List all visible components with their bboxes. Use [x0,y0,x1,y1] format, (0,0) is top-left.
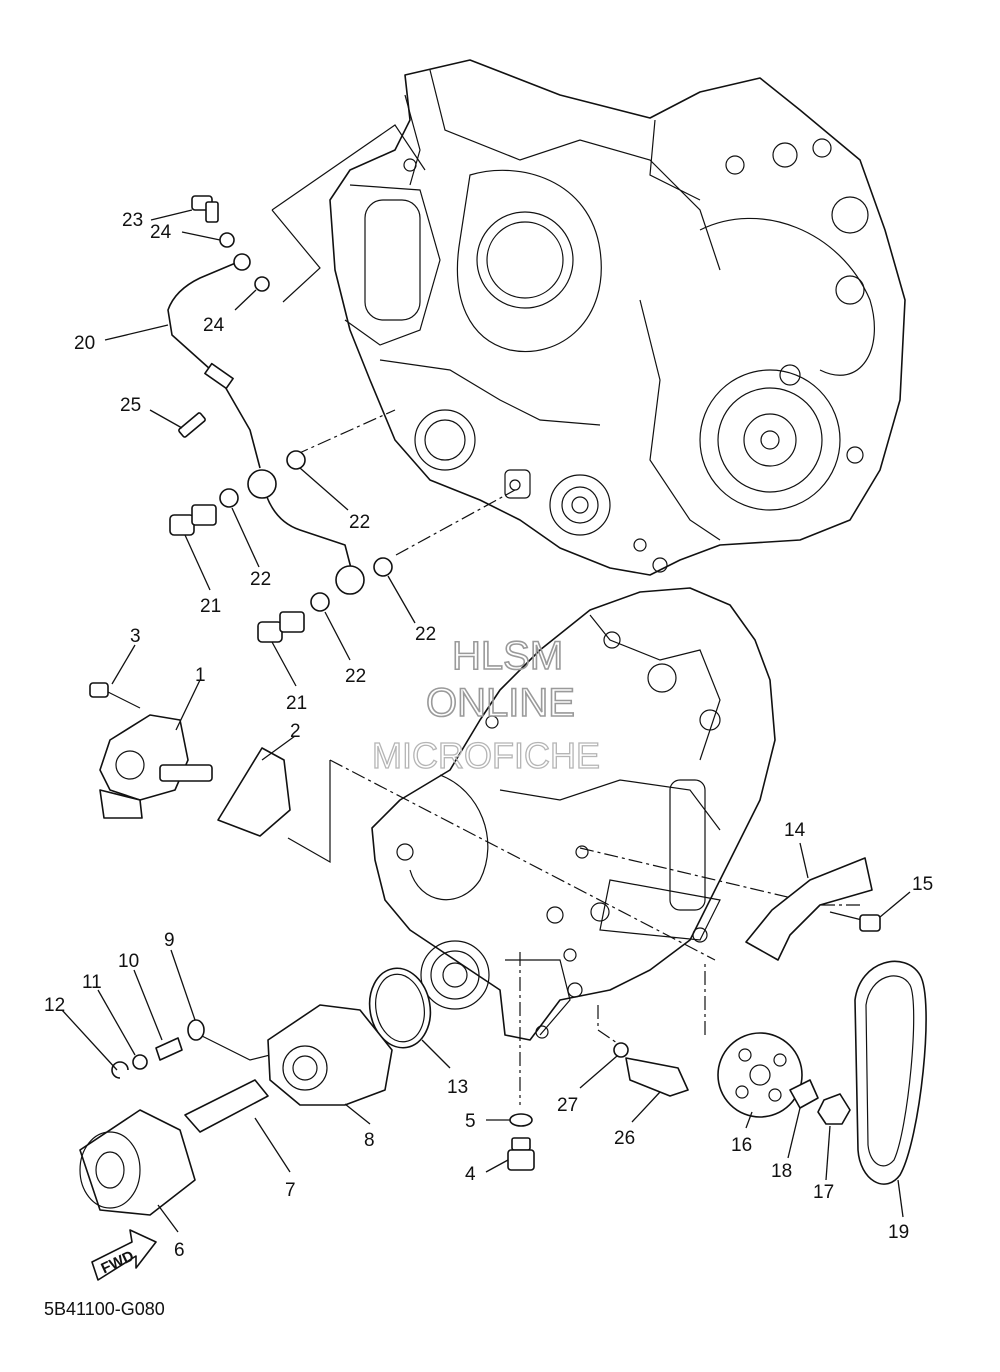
watermark-line-1: HLSM [452,634,563,678]
part-11-washer [132,1054,148,1070]
callout-22-c: 22 [415,624,436,645]
part-19-drive-chain [854,960,927,1185]
forward-direction-arrow: FWD [91,1229,157,1281]
callout-8: 8 [364,1130,375,1151]
callout-7: 7 [285,1180,296,1201]
drawing-code: 5B41100-G080 [44,1299,165,1319]
callout-9: 9 [164,930,175,951]
part-8-oil-filter-housing [267,1004,393,1106]
part-3-bolt [89,682,141,709]
callout-11: 11 [82,972,102,993]
callout-5: 5 [465,1111,476,1132]
watermark: HLSM ONLINE MICROFICHE [371,633,600,776]
callout-25: 25 [120,395,141,416]
part-6-oil-filter [79,1109,196,1216]
part-26-pump-shaft [625,1057,689,1097]
part-13-o-ring [368,967,432,1049]
callout-23: 23 [122,210,143,231]
callout-22-d: 22 [345,666,366,687]
part-5-gasket [509,1113,533,1127]
callout-20: 20 [74,333,95,354]
upper-crankcase-assembly [329,59,906,576]
callout-21-a: 21 [200,596,221,617]
part-15-bolt [829,911,881,932]
callout-22-b: 22 [250,569,271,590]
part-16-pump-sprocket [717,1032,803,1118]
callout-16: 16 [731,1135,752,1156]
watermark-line-3: MICROFICHE [372,735,600,776]
part-1-oil-pump-assembly [99,714,213,819]
part-10-spring [155,1037,183,1061]
part-24-washer-lower [254,276,270,292]
part-27-o-ring [613,1042,629,1058]
callout-19: 19 [888,1222,909,1243]
leader-lines [61,209,911,1233]
callout-12: 12 [44,995,65,1016]
callout-21-b: 21 [286,693,307,714]
callout-10: 10 [118,951,139,972]
part-22-gasket-b [219,488,239,508]
callout-15: 15 [912,874,933,895]
part-21-union-bolt-b [257,611,305,643]
callout-2: 2 [290,721,301,742]
callout-18: 18 [771,1161,792,1182]
callout-13: 13 [447,1077,468,1098]
callout-24-a: 24 [150,222,172,243]
part-4-drain-bolt [507,1137,535,1171]
part-12-circlip [111,1061,129,1079]
part-22-gasket-c [373,557,393,577]
callout-22-a: 22 [349,512,370,533]
part-18-lock-washer [789,1079,819,1109]
callout-24-b: 24 [203,315,225,336]
callout-6: 6 [174,1240,185,1261]
part-20-oil-pipe [167,253,365,595]
callout-3: 3 [130,626,141,647]
part-7-union-bolt [184,1079,269,1133]
callout-27: 27 [557,1095,578,1116]
callout-14: 14 [784,820,806,841]
part-17-nut [817,1093,851,1125]
callout-labels: 1 2 3 4 5 6 7 8 9 10 11 12 13 14 15 16 1… [44,210,933,1261]
lower-crankcase-assembly [371,587,776,1041]
part-22-gasket-a [286,450,306,470]
callout-26: 26 [614,1128,635,1149]
part-21-union-bolt-a [169,504,217,536]
callout-1: 1 [195,665,206,686]
callout-17: 17 [813,1182,834,1203]
part-14-chain-guide [745,857,873,961]
part-25-bolt [178,412,206,438]
part-22-gasket-d [310,592,330,612]
watermark-line-2: ONLINE [426,681,575,725]
callout-4: 4 [465,1164,476,1185]
part-2-gasket [217,747,291,837]
part-24-washer-upper [219,232,235,248]
part-23-bolt [191,195,219,223]
part-9-relief-valve [187,1019,205,1041]
